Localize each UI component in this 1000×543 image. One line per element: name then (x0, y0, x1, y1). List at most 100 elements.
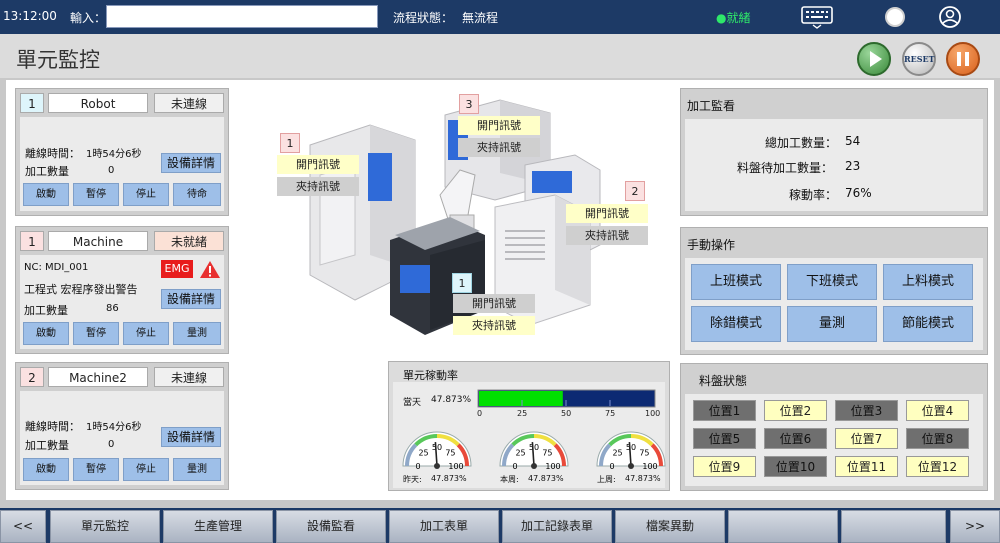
gauge-hub (531, 463, 537, 469)
gauge-tick-label: 25 (515, 449, 525, 458)
nav-processing-form[interactable]: 加工表單 (389, 510, 499, 543)
pause-button[interactable] (946, 42, 980, 76)
nav-empty-1[interactable] (728, 510, 838, 543)
gauge-arc (456, 443, 469, 467)
command-input[interactable] (106, 5, 378, 28)
ready-status: ●就緒 (716, 11, 751, 25)
stop-button[interactable]: 停止 (123, 458, 169, 481)
start-button[interactable]: 啟動 (23, 458, 69, 481)
title-bar: 單元監控 RESET (0, 34, 1000, 80)
stop-button[interactable]: 停止 (123, 183, 169, 206)
nav-unit-monitor[interactable]: 單元監控 (50, 510, 160, 543)
count-label: 加工數量 (25, 439, 69, 452)
measure-button[interactable]: 量測 (173, 458, 221, 481)
nav-prev-button[interactable]: << (0, 510, 46, 543)
tray-position[interactable]: 位置8 (906, 428, 969, 449)
machine-card-num: 1 (20, 231, 44, 251)
pause-button[interactable]: 暫停 (73, 183, 119, 206)
gauge-arc (405, 443, 418, 467)
user-icon[interactable] (938, 4, 962, 30)
loading-mode-button[interactable]: 上料模式 (883, 264, 973, 300)
play-button[interactable] (857, 42, 891, 76)
gauge-hub (628, 463, 634, 469)
debug-mode-button[interactable]: 除錯模式 (691, 306, 781, 342)
nav-next-button[interactable]: >> (950, 510, 1000, 543)
start-button[interactable]: 啟動 (23, 322, 69, 345)
gauge-arc (599, 443, 612, 467)
tray-position[interactable]: 位置7 (835, 428, 898, 449)
processing-title: 加工監看 (687, 99, 736, 113)
m3-num-tag: 3 (459, 94, 479, 114)
gauge-needle (628, 442, 632, 467)
pause-icon (957, 52, 969, 66)
nav-processing-record[interactable]: 加工記錄表單 (502, 510, 612, 543)
keyboard-icon[interactable] (800, 5, 834, 29)
reset-button[interactable]: RESET (902, 42, 936, 76)
tray-position[interactable]: 位置9 (693, 456, 756, 477)
nav-empty-2[interactable] (841, 510, 946, 543)
nav-file-changes[interactable]: 檔案異動 (615, 510, 725, 543)
emg-badge: EMG (161, 260, 193, 278)
measure-button[interactable]: 量測 (787, 306, 877, 342)
m3-door-signal: 開門訊號 (458, 116, 540, 135)
gauge-needle (531, 442, 535, 467)
pause-button[interactable]: 暫停 (73, 458, 119, 481)
gauge-tick-label: 100 (545, 462, 560, 471)
stop-button[interactable]: 停止 (123, 322, 169, 345)
tray-position[interactable]: 位置2 (764, 400, 827, 421)
tray-position[interactable]: 位置3 (835, 400, 898, 421)
eco-mode-button[interactable]: 節能模式 (883, 306, 973, 342)
rate-value: 76% (845, 186, 872, 200)
start-button[interactable]: 啟動 (23, 183, 69, 206)
machine2-detail-button[interactable]: 設備詳情 (161, 427, 221, 447)
work-mode-button[interactable]: 上班模式 (691, 264, 781, 300)
tray-position[interactable]: 位置5 (693, 428, 756, 449)
pause-button[interactable]: 暫停 (73, 322, 119, 345)
tray-position[interactable]: 位置11 (835, 456, 898, 477)
total-label: 總加工數量： (765, 136, 838, 150)
tray-position[interactable]: 位置4 (906, 400, 969, 421)
gauge-arc (630, 434, 654, 447)
tray-position[interactable]: 位置10 (764, 456, 827, 477)
gauge-arc (502, 443, 515, 467)
circle-status-icon[interactable] (884, 6, 906, 28)
nc-program: NC: MDI_001 (24, 262, 89, 273)
machine2-card-name: Machine2 (48, 367, 148, 387)
manual-title: 手動操作 (687, 238, 736, 252)
off-work-mode-button[interactable]: 下班模式 (787, 264, 877, 300)
today-progress-bar (477, 389, 656, 408)
machine-detail-button[interactable]: 設備詳情 (161, 289, 221, 309)
tray-position[interactable]: 位置1 (693, 400, 756, 421)
this-week-label: 本周: (500, 475, 519, 484)
today-label: 當天 (403, 398, 422, 408)
nav-equipment[interactable]: 設備監看 (276, 510, 386, 543)
robot-card: 1 Robot 未連線 離線時間： 1時54分6秒 加工數量 0 設備詳情 啟動… (15, 88, 229, 216)
manual-panel: 手動操作 上班模式 下班模式 上料模式 除錯模式 量測 節能模式 (680, 227, 988, 355)
measure-button[interactable]: 量測 (173, 322, 221, 345)
last-week-value: 47.873% (625, 474, 661, 483)
gauge-tick-label: 75 (445, 449, 455, 458)
robot-num-tag: 1 (452, 273, 472, 293)
machine2-card-state: 未連線 (154, 367, 224, 387)
gauge-arc (608, 434, 632, 447)
tray-position[interactable]: 位置6 (764, 428, 827, 449)
machine2-card-num: 2 (20, 367, 44, 387)
gauge-tick-label: 0 (415, 462, 420, 471)
gauge-arc (553, 443, 566, 467)
m1-num-tag: 1 (280, 133, 300, 153)
scale-tick: 75 (605, 409, 616, 418)
machine-card-state: 未就緒 (154, 231, 224, 251)
gauge-tick-label: 50 (432, 443, 442, 452)
play-icon (870, 51, 882, 67)
nav-production[interactable]: 生產管理 (163, 510, 273, 543)
standby-button[interactable]: 待命 (173, 183, 221, 206)
tray-position[interactable]: 位置12 (906, 456, 969, 477)
robot-detail-button[interactable]: 設備詳情 (161, 153, 221, 173)
m3-clamp-signal: 夾持訊號 (458, 138, 540, 157)
this-week-value: 47.873% (528, 474, 564, 483)
scale-tick: 100 (645, 409, 661, 418)
